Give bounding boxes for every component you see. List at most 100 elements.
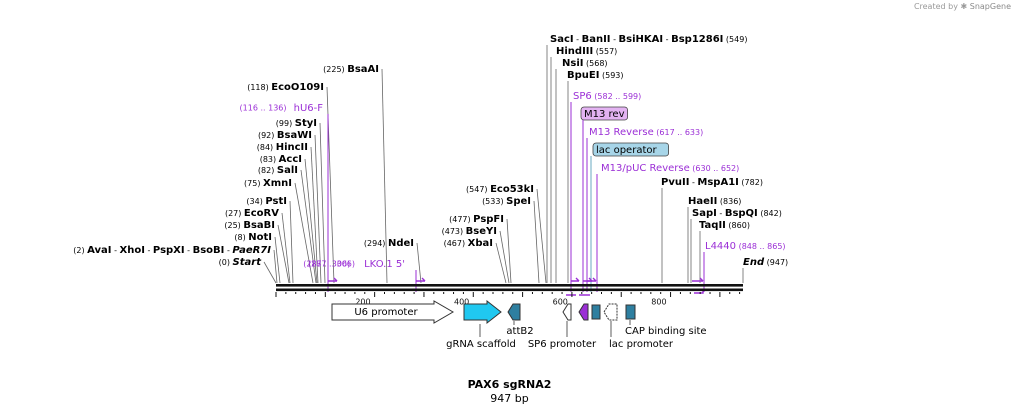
site-label[interactable]: HindIII (557) xyxy=(556,46,617,57)
site-label[interactable]: (547) Eco53kI xyxy=(466,184,534,195)
site-leader-line xyxy=(304,158,318,284)
site-label[interactable]: (294) NdeI xyxy=(364,238,414,249)
primers: hU6-F (116 .. 136) LKO.1 5' (287 .. 306)(28… xyxy=(240,91,786,296)
attb2-arrow[interactable] xyxy=(507,303,521,321)
site-leader-line xyxy=(294,182,314,284)
cap-binding-site-feature[interactable] xyxy=(625,304,636,320)
site-leader-line xyxy=(499,230,510,284)
primer-arrow xyxy=(328,277,338,282)
backbone-bottom-strand xyxy=(276,288,743,292)
site-label[interactable]: (0) Start xyxy=(219,257,263,268)
snapgene-watermark: Created by ✱ SnapGene xyxy=(914,2,1011,11)
tick-label: 200 xyxy=(355,298,370,307)
site-leader-line xyxy=(277,224,290,284)
primer-range: (116 .. 136) xyxy=(240,104,287,113)
plasmid-length: 947 bp xyxy=(490,392,529,405)
site-label[interactable]: (225) BsaAI xyxy=(323,64,379,75)
site-label[interactable]: SacI - BanII - BsiHKAI - Bsp1286I (549) xyxy=(550,34,747,45)
site-leader-line xyxy=(273,249,278,284)
site-label[interactable]: SapI - BspQI (842) xyxy=(692,208,782,219)
plasmid-name: PAX6 sgRNA2 xyxy=(467,378,552,391)
primer-label[interactable]: M13/pUC Reverse (630 .. 652) xyxy=(601,163,739,174)
site-lines xyxy=(263,45,744,284)
site-label[interactable]: (84) HincII xyxy=(257,142,308,153)
grna-scaffold-label: gRNA scaffold xyxy=(446,339,516,350)
site-label[interactable]: (83) AccI xyxy=(260,154,302,165)
site-label[interactable]: (118) EcoO109I xyxy=(247,82,324,93)
watermark-brand: SnapGene xyxy=(969,2,1011,11)
site-label[interactable]: (25) BsaBI xyxy=(224,220,275,231)
tick-label: 400 xyxy=(454,298,469,307)
site-label[interactable]: TaqII (860) xyxy=(699,220,750,231)
grna-scaffold-arrow[interactable] xyxy=(463,299,502,325)
primer-range: (287 .. 306) xyxy=(303,260,350,269)
site-leader-line xyxy=(300,169,317,284)
site-leader-line xyxy=(281,212,291,284)
feature-label[interactable]: lac operator xyxy=(596,145,657,156)
site-leader-line xyxy=(506,218,512,284)
watermark-prefix: Created by xyxy=(913,2,958,11)
primer-range: (287 .. 306) xyxy=(308,260,355,269)
u6-promoter-arrow[interactable] xyxy=(331,300,454,324)
tick-label: 600 xyxy=(553,298,568,307)
primer-label[interactable]: SP6 (582 .. 599) xyxy=(573,91,641,102)
attb2-label: attB2 xyxy=(506,326,533,337)
cap-binding-site-label: CAP binding site xyxy=(625,326,707,337)
site-label[interactable]: (2) AvaI - XhoI - PspXI - BsoBI - PaeR7I xyxy=(73,245,271,256)
site-leader-line xyxy=(263,261,277,284)
snapgene-logo-icon: ✱ xyxy=(960,2,968,11)
site-leader-line xyxy=(495,242,507,284)
primer-arrow xyxy=(416,277,426,282)
site-leader-line xyxy=(274,236,281,284)
site-label[interactable]: (75) XmnI xyxy=(244,178,292,189)
site-label[interactable]: (473) BseYI xyxy=(442,226,497,237)
feature-label[interactable]: M13 rev xyxy=(584,109,625,120)
u6-promoter-label: U6 promoter xyxy=(354,307,418,318)
sp6-promoter-arrow[interactable] xyxy=(562,303,572,321)
site-label[interactable]: PvuII - MspA1I (782) xyxy=(661,177,763,188)
tick-label: 800 xyxy=(651,298,666,307)
position-ticks: 200 400 600 800 xyxy=(275,292,741,307)
site-labels: (2) AvaI - XhoI - PspXI - BsoBI - PaeR7I… xyxy=(73,34,788,268)
site-leader-line xyxy=(381,68,388,284)
sp6-promoter-label: SP6 promoter xyxy=(528,339,597,350)
site-label[interactable]: (99) StyI xyxy=(276,118,317,129)
lac-operator-feature[interactable] xyxy=(591,304,601,320)
m13-rev-feature[interactable] xyxy=(578,303,589,321)
site-label[interactable]: (27) EcoRV xyxy=(225,208,279,219)
map-caption: PAX6 sgRNA2 947 bp xyxy=(0,378,1019,406)
site-leader-line xyxy=(536,188,547,284)
site-label[interactable]: End (947) xyxy=(743,257,788,268)
site-label[interactable]: (533) SpeI xyxy=(482,196,531,207)
primer-arrow xyxy=(587,277,597,282)
site-label[interactable]: (34) PstI xyxy=(246,196,287,207)
site-leader-line xyxy=(416,242,422,284)
site-label[interactable]: (477) PspFI xyxy=(449,214,504,225)
feature-label-box xyxy=(580,106,628,121)
site-leader-line xyxy=(310,146,319,284)
lac-promoter-label: lac promoter xyxy=(609,339,674,350)
site-label[interactable]: (467) XbaI xyxy=(444,238,493,249)
primer-label[interactable]: M13 Reverse (617 .. 633) xyxy=(589,127,703,138)
site-leader-line xyxy=(289,200,294,284)
backbone xyxy=(276,284,743,292)
site-leader-line xyxy=(314,134,322,284)
primer-label[interactable]: hU6-F xyxy=(294,103,324,114)
primer-arrow xyxy=(571,277,580,282)
lac-promoter-arrow[interactable] xyxy=(603,303,618,321)
site-label[interactable]: (92) BsaWI xyxy=(258,130,312,141)
primer-label[interactable]: L4440 (848 .. 865) xyxy=(705,241,786,252)
site-label[interactable]: HaeII (836) xyxy=(688,196,741,207)
site-label[interactable]: (82) SalI xyxy=(258,165,298,176)
site-leader-line xyxy=(533,200,540,284)
primer-label[interactable]: LKO.1 5' xyxy=(364,259,405,270)
site-leader-line xyxy=(319,122,326,284)
primer-arrow xyxy=(692,277,704,282)
feature-label-box xyxy=(592,142,669,157)
site-label[interactable]: BpuEI (593) xyxy=(567,70,624,81)
site-label[interactable]: NsiI (568) xyxy=(562,58,608,69)
site-label[interactable]: (8) NotI xyxy=(234,232,272,243)
backbone-top-strand xyxy=(276,284,743,287)
